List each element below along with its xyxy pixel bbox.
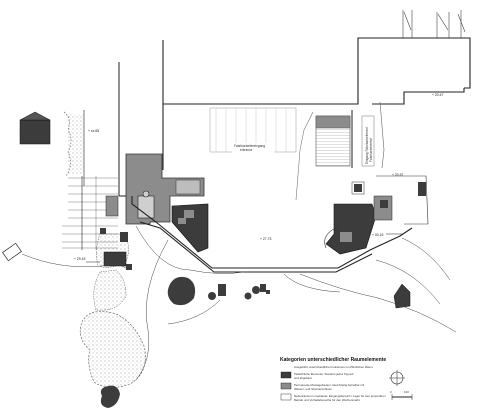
dotted-lower-area [79,311,146,388]
legend-item-3-line-2: Betrieb und Vorhaltebereiche für den Woc… [294,398,360,402]
legend-swatch-3 [280,393,292,401]
legend-item-1-line-2: und abgebaut [294,376,312,380]
left-garden: + xx.65 [19,110,99,186]
circulation-paths [21,225,457,381]
scale-bar: 0 100 [390,390,413,400]
legend-item-3-line-1: Nebenräume im Gebäude: Eingangsbereich /… [294,394,386,398]
right-lower-dark [393,283,411,309]
north-arrow-icon [389,370,405,386]
level-right-mid: + 20.57 [392,173,404,177]
scale-zero: 0 [390,390,392,394]
legend-item-1-line-1: Tatsächliche Elemente: Standort jedes Ta… [294,372,354,376]
legend-swatch-1 [280,371,292,379]
dark-element-center-left [171,203,209,253]
side-label-2: Fabrikarbeiterhof [369,138,373,162]
legend-item-2-line-1: Permanente Montagebauten: Gleichzeitig b… [294,383,364,387]
level-right-lower: + 00.15 [372,233,384,237]
side-label: Eingang Fabrikarbeiterhof [365,127,369,164]
legend: Kategorien unterschiedlicher Raumelement… [280,357,386,402]
dark-tree-bottom [100,385,120,408]
kiosk-small [105,195,119,217]
legend-subtitle: Ausgeführt unterschiedliche Funktionen i… [294,365,373,369]
small-tilted-box [2,242,22,262]
scale-end: 100 [404,390,409,394]
level-center: + 27.73 [260,237,272,241]
lower-left-cluster: + 29.43 [74,228,132,311]
plaza-dark-objects [167,276,270,306]
plaza-boundary [131,196,413,273]
top-stairs [402,10,466,38]
entrance-label-en: entrance [240,148,253,152]
right-court-block: Eingang Fabrikarbeiterhof Fabrikarbeiter… [295,101,385,201]
level-left-upper: + xx.65 [88,129,99,133]
level-left-lower: + 29.43 [74,257,86,261]
central-permanent-structure [125,153,205,225]
entrance-label: Fabrikarbeitereingang [234,144,265,148]
entrance-area: Fabrikarbeitereingang entrance [209,107,297,153]
legend-title: Kategorien unterschiedlicher Raumelement… [280,357,386,363]
level-top-right: + 20.47 [432,93,444,97]
building-outline [162,37,471,170]
legend-swatch-2 [280,382,292,390]
dark-element-right [324,175,429,255]
legend-item-2-line-2: Wasser- und Stromanschluss [294,387,332,391]
